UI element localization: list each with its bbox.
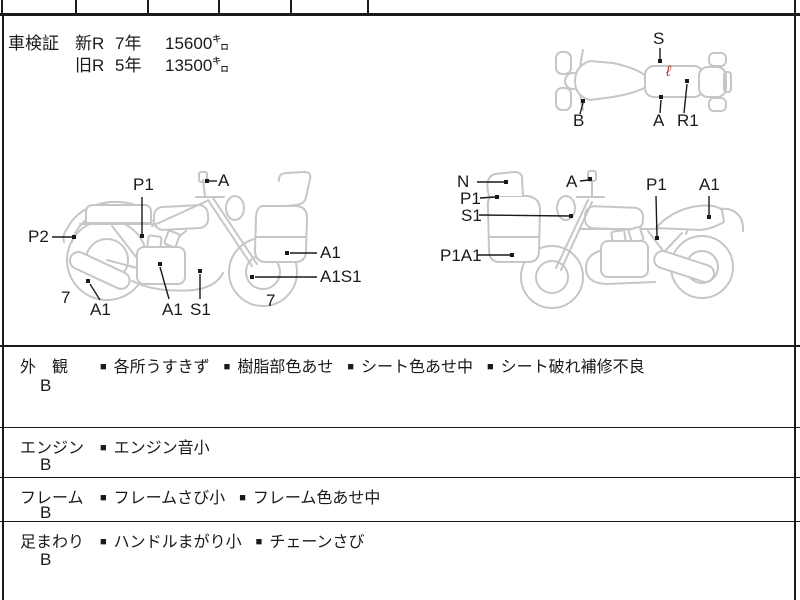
sheet-left-border [2, 13, 4, 600]
registration-old-distance: 13500㌔ [165, 56, 230, 75]
motorcycle-top-view-art: ℓ [555, 48, 732, 115]
registration-old-era: 旧R [75, 56, 105, 75]
left-bike-label-7-rear: 7 [61, 288, 71, 307]
table-divider [367, 0, 369, 13]
red-damage-mark: ℓ [665, 63, 672, 80]
defect-item: ■シート色あせ中 [347, 359, 474, 376]
motorcycle-left-side-art [52, 171, 317, 307]
defect-item: ■ハンドルまがり小 [100, 534, 242, 551]
bullet-icon: ■ [255, 536, 263, 548]
category-label: 足まわり [20, 534, 85, 551]
inspection-row-frame: フレーム B ■フレームさび小 ■フレーム色あせ中 [0, 477, 800, 522]
defect-items: ■ハンドルまがり小 ■チェーンさび [100, 528, 365, 552]
bullet-icon: ■ [223, 361, 231, 373]
left-bike-label-7-front: 7 [266, 291, 276, 310]
category-label: 外 観 [20, 359, 69, 376]
left-bike-label-p2: P2 [28, 227, 49, 246]
top-view-label-s: S [653, 29, 665, 48]
sheet-right-border [794, 0, 796, 600]
left-bike-label-a1s1-wheel: A1S1 [320, 267, 362, 286]
registration-new-years: 7年 [115, 34, 142, 53]
registration-new-distance: 15600㌔ [165, 34, 230, 53]
top-view-label-r1: R1 [677, 111, 699, 130]
bullet-icon: ■ [239, 492, 246, 504]
motorcycle-right-side-art [477, 170, 745, 309]
defect-item: ■エンジン音小 [100, 440, 210, 457]
table-divider [218, 0, 220, 13]
registration-old-years: 5年 [115, 56, 142, 75]
bullet-icon: ■ [347, 361, 354, 373]
defect-item: ■各所うすきず [100, 359, 210, 376]
registration-block: 車検証 新R 7年 15600㌔ 旧R 5年 13500㌔ [8, 33, 229, 77]
right-bike-label-s1: S1 [461, 206, 482, 225]
grade-value: B [40, 455, 52, 474]
defect-items: ■エンジン音小 [100, 434, 210, 458]
table-divider [147, 0, 149, 13]
grade-value: B [40, 550, 52, 569]
table-top-border [0, 13, 800, 16]
category-label: フレーム [20, 490, 84, 507]
defect-item: ■チェーンさび [255, 534, 365, 551]
grade-value: B [40, 503, 52, 522]
bullet-icon: ■ [487, 361, 494, 373]
inspection-row-exterior: 外 観 B ■各所うすきず ■樹脂部色あせ ■シート色あせ中 ■シート破れ補修不… [0, 345, 800, 429]
bullet-icon: ■ [100, 536, 107, 548]
table-divider [75, 0, 77, 13]
grade-value: B [40, 376, 52, 395]
right-bike-label-p1a1: P1A1 [440, 246, 482, 265]
inspection-row-undercarriage: 足まわり B ■ハンドルまがり小 ■チェーンさび [0, 521, 800, 600]
defect-item: ■シート破れ補修不良 [487, 359, 645, 376]
category-label: エンジン [20, 440, 85, 457]
bullet-icon: ■ [100, 361, 107, 373]
right-bike-label-p1-cowl: P1 [460, 189, 481, 208]
defect-items: ■フレームさび小 ■フレーム色あせ中 [100, 484, 380, 508]
left-bike-label-a1-engine: A1 [162, 300, 183, 319]
left-bike-label-p1: P1 [133, 175, 154, 194]
left-bike-label-a1-muffler: A1 [90, 300, 111, 319]
registration-label: 車検証 [8, 34, 59, 53]
defect-item: ■樹脂部色あせ [223, 359, 334, 376]
motorcycle-left-side-diagram: P1 A P2 7 A1 A1 S1 7 A1 A1S1 [25, 168, 362, 326]
table-divider [290, 0, 292, 13]
top-view-label-a: A [653, 111, 665, 130]
right-bike-label-p1-frame: P1 [646, 175, 667, 194]
defect-item: ■フレームさび小 [100, 490, 226, 507]
bullet-icon: ■ [100, 442, 107, 454]
top-view-label-b: B [573, 111, 585, 130]
right-bike-label-a1-tail: A1 [699, 175, 720, 194]
right-bike-label-n: N [457, 172, 470, 191]
bullet-icon: ■ [100, 492, 107, 504]
left-bike-label-s1-frame: S1 [190, 300, 211, 319]
left-bike-label-a1-cowl: A1 [320, 243, 341, 262]
motorcycle-right-side-diagram: N P1 S1 P1A1 A P1 A1 [435, 168, 765, 328]
right-bike-label-a: A [566, 172, 578, 191]
defect-item: ■フレーム色あせ中 [239, 490, 381, 507]
table-divider [1, 0, 3, 13]
inspection-row-engine: エンジン B ■エンジン音小 [0, 427, 800, 478]
registration-new-era: 新R [75, 34, 105, 53]
motorcycle-top-view-diagram: ℓ S B A R1 [545, 28, 760, 138]
defect-items: ■各所うすきず ■樹脂部色あせ ■シート色あせ中 ■シート破れ補修不良 [100, 353, 645, 377]
left-bike-label-a: A [218, 171, 230, 190]
